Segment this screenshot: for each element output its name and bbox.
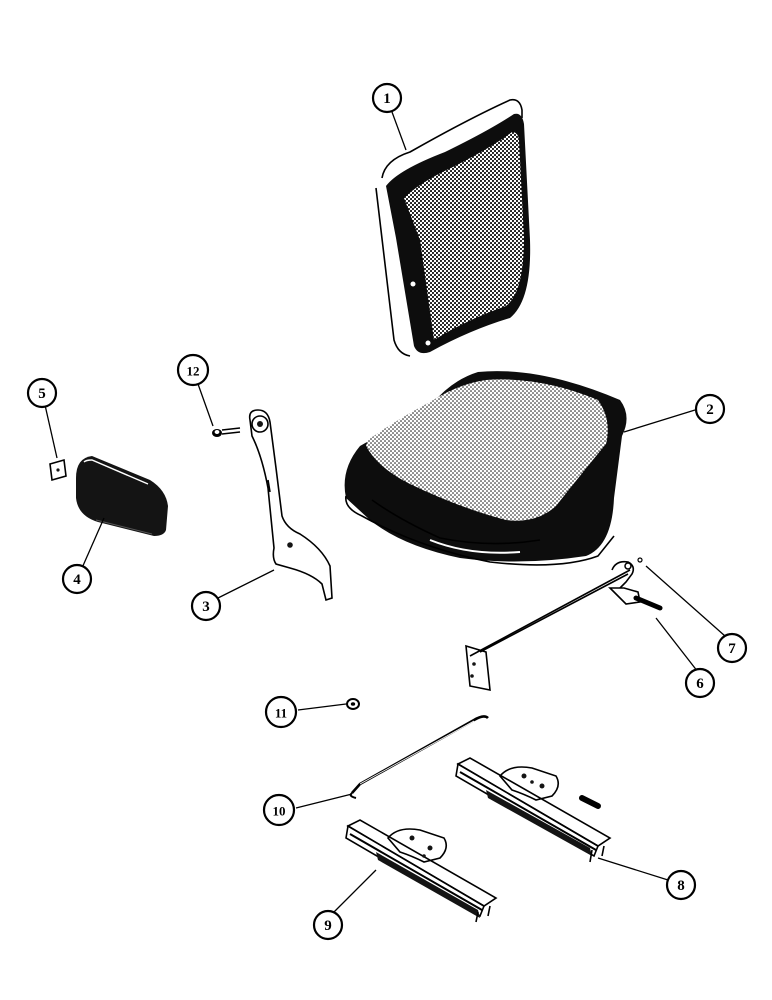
- callout-6: 6: [684, 667, 716, 699]
- bracket-part: [248, 409, 333, 602]
- leader-3: [217, 569, 275, 599]
- leader-5: [44, 404, 58, 459]
- adjuster-assembly-part: [465, 557, 663, 691]
- callout-5: 5: [26, 377, 58, 409]
- callout-4: 4: [61, 563, 93, 595]
- right-seat-track-part: [455, 757, 612, 863]
- leader-7: [645, 565, 726, 637]
- armrest-pad-part: [76, 456, 168, 536]
- callout-11: 11: [264, 695, 298, 729]
- leader-8: [597, 857, 669, 881]
- callout-9: 9: [312, 909, 344, 941]
- connecting-rod-part: [349, 715, 489, 799]
- nut-part: [346, 698, 360, 710]
- leader-11: [297, 703, 347, 711]
- callout-10: 10: [262, 793, 296, 827]
- leader-6: [655, 617, 699, 673]
- callout-3-label: 3: [202, 599, 210, 615]
- leader-9: [333, 869, 377, 913]
- callout-7: 7: [716, 632, 748, 664]
- callout-3: 3: [190, 590, 222, 622]
- bolt-part: [212, 427, 241, 437]
- left-seat-track-part: [345, 819, 498, 923]
- callout-4-label: 4: [73, 572, 81, 588]
- callout-11-label: 11: [275, 706, 287, 721]
- callout-8-label: 8: [677, 878, 685, 894]
- leader-1: [391, 111, 407, 151]
- callout-1: 1: [371, 82, 403, 114]
- callout-7-label: 7: [728, 641, 736, 657]
- leader-12: [197, 383, 214, 427]
- callout-10-label: 10: [273, 804, 286, 819]
- callout-8: 8: [665, 869, 697, 901]
- seat-cushion-part: [344, 371, 627, 566]
- callout-12: 12: [176, 353, 210, 387]
- callout-12-label: 12: [187, 364, 200, 379]
- seat-back-part: [375, 98, 531, 357]
- leader-lines: [44, 111, 726, 913]
- callout-2-label: 2: [706, 402, 714, 418]
- callout-1-label: 1: [383, 91, 391, 107]
- armrest-plate-part: [49, 458, 67, 482]
- callout-2: 2: [694, 393, 726, 425]
- leader-4: [81, 517, 105, 569]
- callout-6-label: 6: [696, 676, 704, 692]
- callout-9-label: 9: [324, 918, 332, 934]
- leader-2: [623, 409, 696, 433]
- leader-10: [295, 793, 353, 809]
- callout-5-label: 5: [38, 386, 46, 402]
